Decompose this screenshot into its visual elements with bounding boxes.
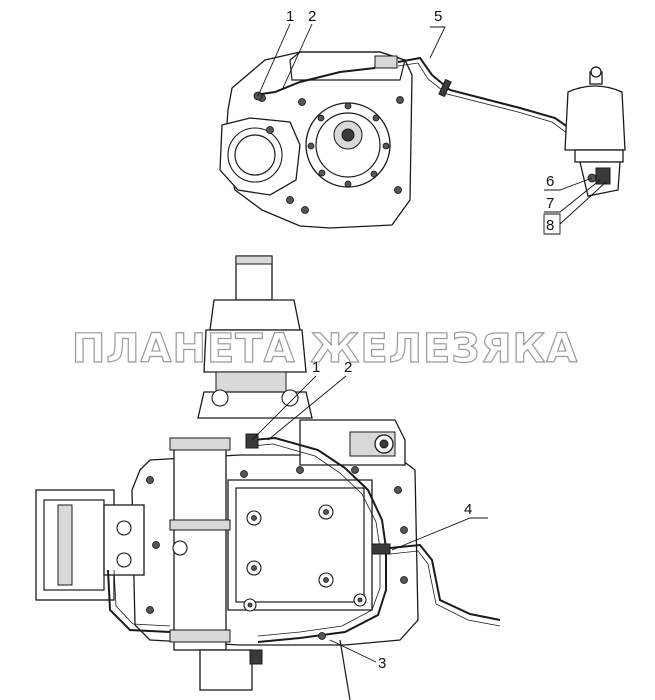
callout-top-5: 5 (434, 8, 442, 25)
callout-bottom-4: 4 (464, 501, 472, 518)
top-assembly (219, 51, 626, 229)
tower-body (203, 329, 307, 373)
left-drain-hose (107, 569, 171, 633)
oil-filter (564, 66, 626, 197)
watermark-text: ПЛАНЕТА ЖЕЛЕЗЯКА (72, 326, 578, 372)
callout-top-6: 6 (546, 173, 554, 190)
top-pipe-clamp (438, 78, 452, 98)
top-left-hose (254, 67, 376, 96)
top-left-bore (227, 127, 283, 183)
callout-top-7: 7 (546, 195, 554, 212)
bottom-oil-line (251, 436, 387, 643)
top-round-cover-ring (315, 112, 381, 178)
top-cover-bolts (307, 102, 390, 188)
top-callouts: 1 2 5 6 7 8 (257, 8, 607, 235)
top-left-bore-inner (234, 134, 276, 176)
gearbox-rim-bolts (146, 466, 408, 614)
lower-edge (339, 639, 351, 700)
callout-bottom-2: 2 (344, 359, 352, 376)
gearbox-cover-bolts (243, 504, 367, 612)
top-oil-pipe (397, 56, 589, 169)
gearbox-cover-inner (235, 487, 365, 603)
callout-top-1: 1 (286, 8, 294, 25)
callout-top-8: 8 (546, 217, 554, 234)
callout-top-2: 2 (308, 8, 316, 25)
gearbox-cover (227, 479, 373, 611)
shaft-lower-end (199, 649, 253, 691)
callout-bottom-1: 1 (312, 359, 320, 376)
bottom-assembly (35, 255, 501, 700)
top-lid-boss (374, 55, 398, 69)
tower-bracket (215, 371, 287, 393)
top-cover-hub-center (341, 128, 355, 142)
outlet-pipe (389, 543, 501, 621)
callout-bottom-3: 3 (378, 655, 386, 672)
bottom-callouts: 1 2 4 3 (251, 359, 488, 672)
left-pto-box (35, 489, 115, 601)
